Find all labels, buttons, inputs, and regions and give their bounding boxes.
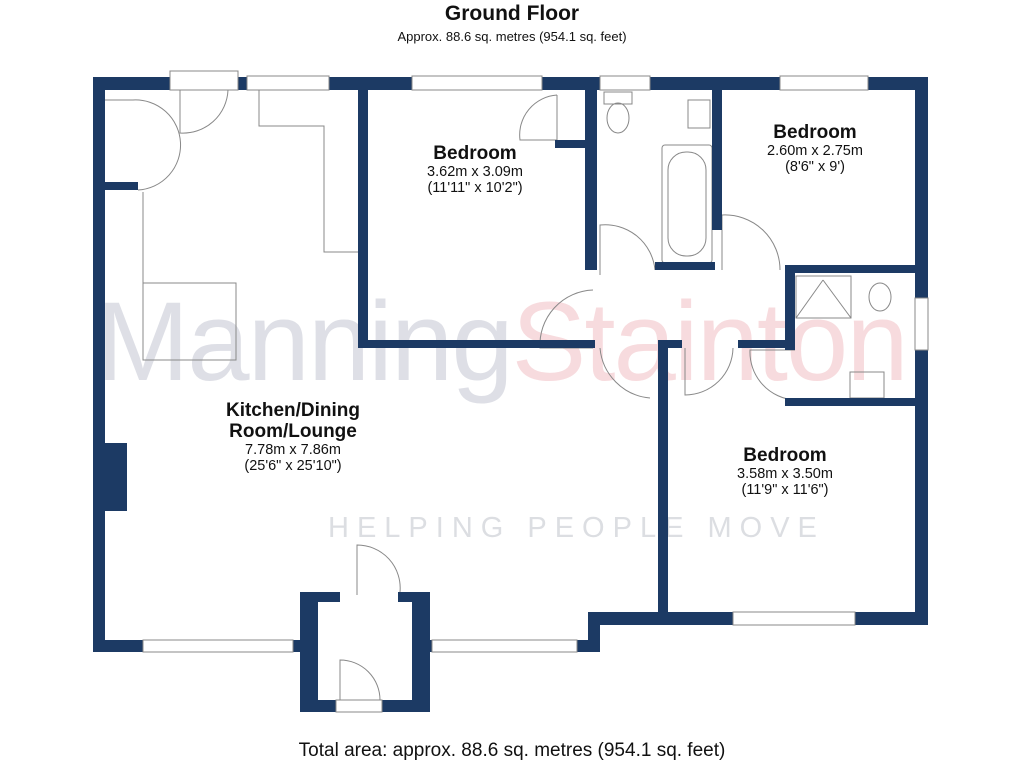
kitchen-counter <box>142 192 237 361</box>
room-label-bedroom-3: Bedroom 3.58m x 3.50m (11'9" x 11'6") <box>710 445 860 499</box>
window <box>246 75 330 91</box>
door-front <box>339 659 381 701</box>
room-imperial: (11'9" x 11'6") <box>741 481 829 498</box>
window <box>169 70 239 91</box>
window <box>732 611 856 626</box>
ensuite-toilet-icon <box>868 282 892 312</box>
window <box>335 699 383 713</box>
door-hall <box>599 224 656 275</box>
window <box>411 75 543 91</box>
window <box>431 639 578 653</box>
room-name: Bedroom <box>773 122 857 143</box>
ensuite-basin-icon <box>849 371 885 399</box>
door-living <box>599 347 651 399</box>
room-label-bedroom-2: Bedroom 2.60m x 2.75m (8'6" x 9') <box>740 122 890 176</box>
door-ensuite <box>749 349 796 401</box>
room-name: Bedroom <box>743 445 827 466</box>
kitchen-counter-upper <box>258 90 358 253</box>
door-porch-inner <box>356 544 401 595</box>
room-name: Bedroom <box>433 143 517 164</box>
room-metric: 7.78m x 7.86m <box>245 441 341 458</box>
room-metric: 3.62m x 3.09m <box>427 163 523 180</box>
window <box>599 75 651 91</box>
fixtures <box>105 89 892 701</box>
door-bedroom1 <box>539 289 594 349</box>
window <box>914 297 929 351</box>
floor-area-subtitle: Approx. 88.6 sq. metres (954.1 sq. feet) <box>397 29 627 44</box>
toilet-icon <box>606 102 630 134</box>
shower-icon <box>795 275 852 319</box>
window <box>779 75 869 91</box>
basin-icon <box>687 99 711 129</box>
door-entrance-hall <box>179 89 229 134</box>
room-imperial: (8'6" x 9') <box>785 158 845 175</box>
watermark-tagline: HELPING PEOPLE MOVE <box>328 512 825 544</box>
windows <box>142 70 929 713</box>
room-label-kitchen: Kitchen/Dining Room/Lounge 7.78m x 7.86m… <box>218 400 368 475</box>
total-area: Total area: approx. 88.6 sq. metres (954… <box>298 740 726 761</box>
watermark-logo: ManningStainton <box>96 286 909 398</box>
door-bedroom3 <box>684 347 734 396</box>
floor-title: Ground Floor <box>444 2 580 25</box>
room-name: Kitchen/Dining Room/Lounge <box>225 400 361 442</box>
door-cupboard <box>105 99 181 191</box>
room-metric: 2.60m x 2.75m <box>767 142 863 159</box>
room-imperial: (25'6" x 25'10") <box>244 457 342 474</box>
window <box>142 639 294 653</box>
room-label-bedroom-1: Bedroom 3.62m x 3.09m (11'11" x 10'2") <box>400 143 550 197</box>
door-bathroom <box>721 214 781 271</box>
room-imperial: (11'11" x 10'2") <box>427 179 523 196</box>
door-bedroom1-cupboard <box>519 94 558 141</box>
room-metric: 3.58m x 3.50m <box>737 465 833 482</box>
